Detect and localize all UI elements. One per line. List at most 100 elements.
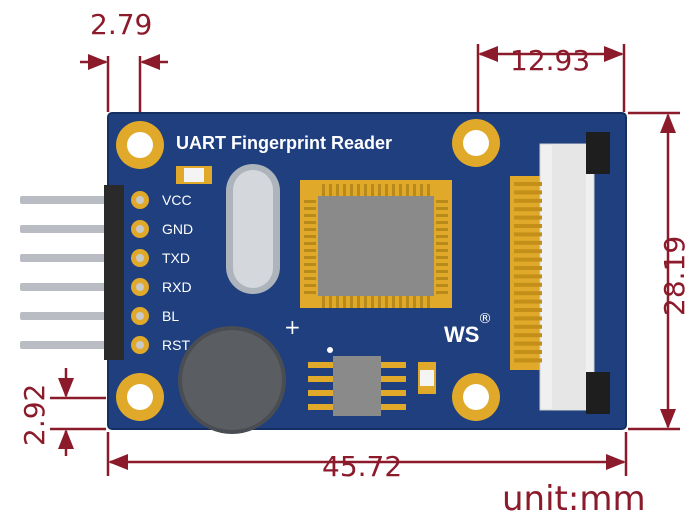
mcu-pin bbox=[436, 284, 448, 287]
regulator-chip bbox=[308, 347, 406, 416]
mcu-pin bbox=[420, 184, 423, 196]
mcu-pin bbox=[436, 249, 448, 252]
mcu-pin bbox=[329, 184, 332, 196]
mcu-pin bbox=[427, 184, 430, 196]
mcu-pin bbox=[436, 200, 448, 203]
dimension-left-bottom: 2.92 bbox=[18, 368, 106, 456]
mcu-pin bbox=[406, 184, 409, 196]
fpc-contact bbox=[514, 224, 542, 228]
pin-hole bbox=[136, 283, 144, 291]
mcu-pin bbox=[364, 184, 367, 196]
mcu-pin bbox=[304, 221, 316, 224]
dimension-bottom-width: 45.72 bbox=[106, 432, 628, 483]
fpc-contact bbox=[514, 341, 542, 346]
dimension-left-bottom-value: 2.92 bbox=[18, 384, 51, 446]
fpc-contact bbox=[514, 182, 542, 186]
pin-label-vcc: VCC bbox=[162, 192, 192, 208]
mcu-pin bbox=[350, 296, 353, 308]
dimension-top-right: 12.93 bbox=[476, 44, 626, 112]
fpc-contact bbox=[514, 282, 542, 287]
mcu-pin bbox=[436, 256, 448, 259]
buzzer: + bbox=[178, 315, 301, 434]
smd-capacitor bbox=[418, 362, 436, 394]
fpc-contact bbox=[514, 350, 542, 354]
fpc-contact bbox=[514, 240, 542, 245]
pin-label-rxd: RXD bbox=[162, 279, 192, 295]
mcu-pin bbox=[304, 256, 316, 259]
pin-hole bbox=[136, 225, 144, 233]
pin-hole bbox=[136, 254, 144, 262]
fpc-contact bbox=[514, 266, 542, 270]
smd-led bbox=[176, 166, 212, 184]
mcu-pin bbox=[336, 184, 339, 196]
crystal-oscillator bbox=[226, 164, 280, 294]
mcu-pin bbox=[304, 235, 316, 238]
mounting-hole-top-left bbox=[116, 121, 164, 169]
pin-label-gnd: GND bbox=[162, 221, 193, 237]
mcu-pin bbox=[304, 207, 316, 210]
fpc-contact bbox=[514, 316, 542, 321]
mcu-pin bbox=[371, 184, 374, 196]
mcu-pin bbox=[364, 296, 367, 308]
mcu-pin bbox=[304, 270, 316, 273]
fpc-contact bbox=[514, 257, 542, 262]
pin-label-bl: BL bbox=[162, 308, 179, 324]
pin-header-housing bbox=[104, 185, 124, 360]
mcu-pin bbox=[357, 184, 360, 196]
mcu-pin bbox=[399, 184, 402, 196]
mcu-pin bbox=[304, 214, 316, 217]
pin-hole bbox=[136, 312, 144, 320]
mcu-pin bbox=[378, 184, 381, 196]
mcu-pin bbox=[436, 263, 448, 266]
pin-hole bbox=[136, 196, 144, 204]
mcu-pin bbox=[357, 296, 360, 308]
dimension-top-left-value: 2.79 bbox=[90, 8, 152, 41]
mcu-pin bbox=[343, 184, 346, 196]
mcu-chip bbox=[300, 180, 452, 308]
mcu-pin bbox=[304, 249, 316, 252]
mcu-pin bbox=[304, 242, 316, 245]
mcu-pin bbox=[413, 184, 416, 196]
mcu-pin bbox=[371, 296, 374, 308]
mcu-pin bbox=[350, 184, 353, 196]
fpc-contact bbox=[514, 358, 542, 363]
fpc-contact bbox=[514, 274, 542, 279]
board-title: UART Fingerprint Reader bbox=[176, 133, 392, 153]
mcu-pin bbox=[304, 263, 316, 266]
fpc-contact bbox=[514, 333, 542, 338]
fpc-contact bbox=[514, 215, 542, 220]
mcu-pin bbox=[385, 296, 388, 308]
registered-mark: ® bbox=[478, 311, 492, 327]
fpc-contact bbox=[514, 299, 542, 304]
mcu-pin bbox=[420, 296, 423, 308]
mcu-pin bbox=[304, 277, 316, 280]
dimension-right-height-value: 28.19 bbox=[658, 236, 691, 316]
mounting-hole-bottom-left bbox=[116, 373, 164, 421]
mcu-pin bbox=[304, 200, 316, 203]
mcu-pin bbox=[427, 296, 430, 308]
mcu-pin bbox=[436, 228, 448, 231]
fpc-contact bbox=[514, 198, 542, 203]
fpc-contacts bbox=[514, 182, 542, 363]
dimension-bottom-width-value: 45.72 bbox=[322, 450, 402, 483]
pin-label-txd: TXD bbox=[162, 250, 190, 266]
fpc-contact bbox=[514, 308, 542, 312]
fpc-contact bbox=[514, 190, 542, 195]
fpc-contact bbox=[514, 324, 542, 329]
pin-header bbox=[20, 196, 112, 349]
mcu-pin bbox=[436, 221, 448, 224]
mcu-pin bbox=[436, 242, 448, 245]
fpc-contact bbox=[514, 207, 542, 212]
mcu-pin bbox=[322, 184, 325, 196]
brand-logo: WS bbox=[444, 322, 479, 347]
mcu-pin bbox=[436, 277, 448, 280]
mounting-hole-bottom-right bbox=[452, 373, 500, 421]
mounting-hole-top-right bbox=[452, 119, 500, 167]
mcu-pin bbox=[336, 296, 339, 308]
mcu-pin bbox=[385, 184, 388, 196]
pin-hole bbox=[136, 341, 144, 349]
mcu-pin bbox=[436, 207, 448, 210]
mcu-pin bbox=[304, 228, 316, 231]
mcu-pin bbox=[406, 296, 409, 308]
